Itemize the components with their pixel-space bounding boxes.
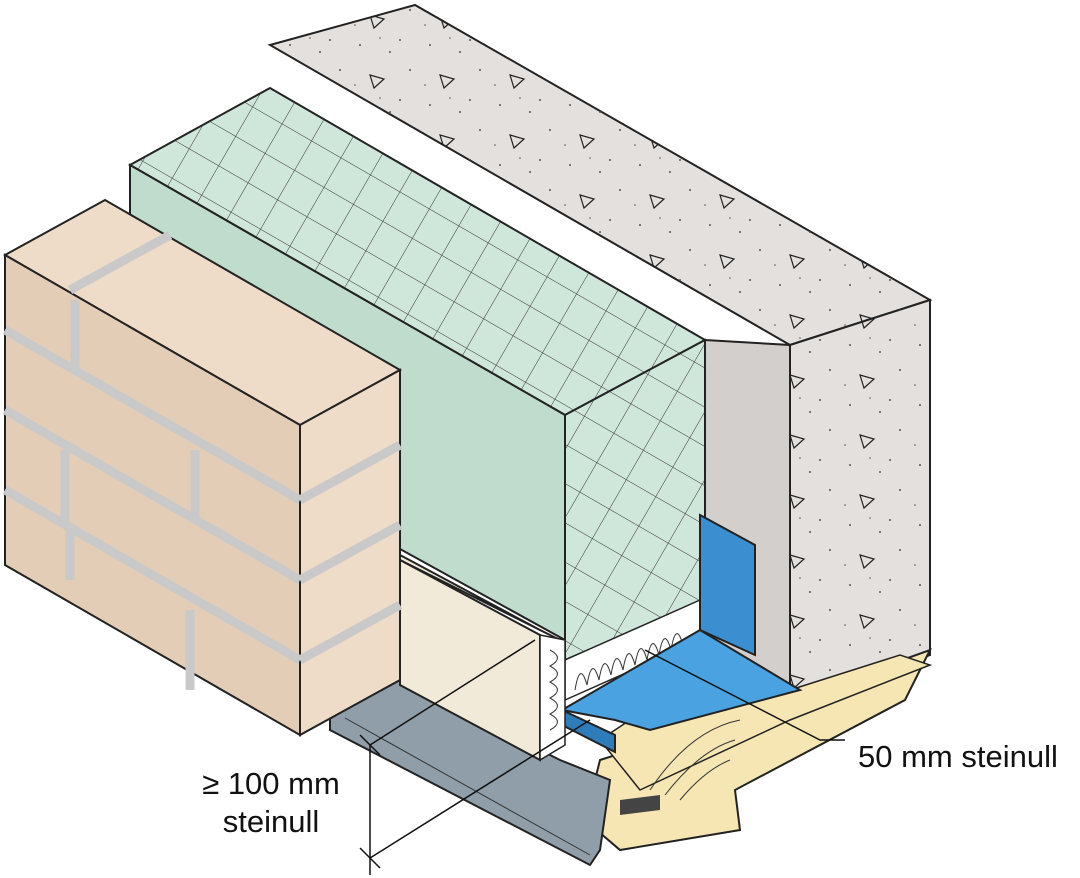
label-line-2: steinull: [222, 804, 320, 839]
base-foam-block: [399, 553, 566, 762]
dimension-lines: [359, 639, 845, 875]
label-line-1: ≥ 100 mm: [202, 766, 340, 801]
brick-wall: [2, 198, 403, 737]
dimension-label-outer-insulation: ≥ 100 mm steinull: [186, 765, 356, 841]
callout-label-mineral-wool: 50 mm steinull: [858, 739, 1058, 774]
concrete-wall: [267, 3, 933, 707]
